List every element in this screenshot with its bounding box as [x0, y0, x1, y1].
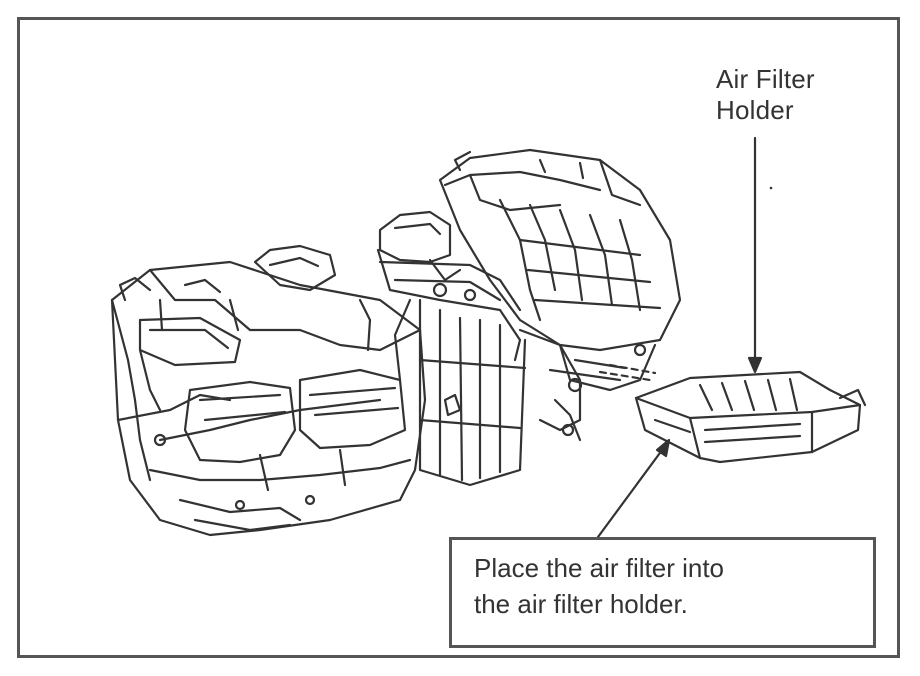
instruction-line-1: Place the air filter into — [474, 553, 725, 583]
instruction-text: Place the air filter into the air filter… — [474, 550, 724, 622]
air-filter-holder-label: Air Filter Holder — [716, 64, 815, 126]
holder-arrow — [747, 136, 763, 374]
heater-housing — [110, 244, 427, 537]
insertion-path-line — [598, 370, 652, 382]
speck-mark — [769, 186, 773, 190]
intake-case — [438, 148, 682, 393]
blower-assembly — [376, 210, 527, 487]
filter-arrow — [596, 438, 671, 539]
air-filter-holder-label-line2: Holder — [716, 95, 794, 125]
diagram-frame — [17, 17, 900, 658]
insertion-path-line-2 — [608, 363, 657, 375]
air-filter-holder — [634, 370, 867, 464]
instruction-callout-box: Place the air filter into the air filter… — [449, 537, 876, 648]
air-filter-holder-label-line1: Air Filter — [716, 64, 815, 94]
instruction-line-2: the air filter holder. — [474, 589, 688, 619]
filter-slot — [518, 328, 622, 442]
